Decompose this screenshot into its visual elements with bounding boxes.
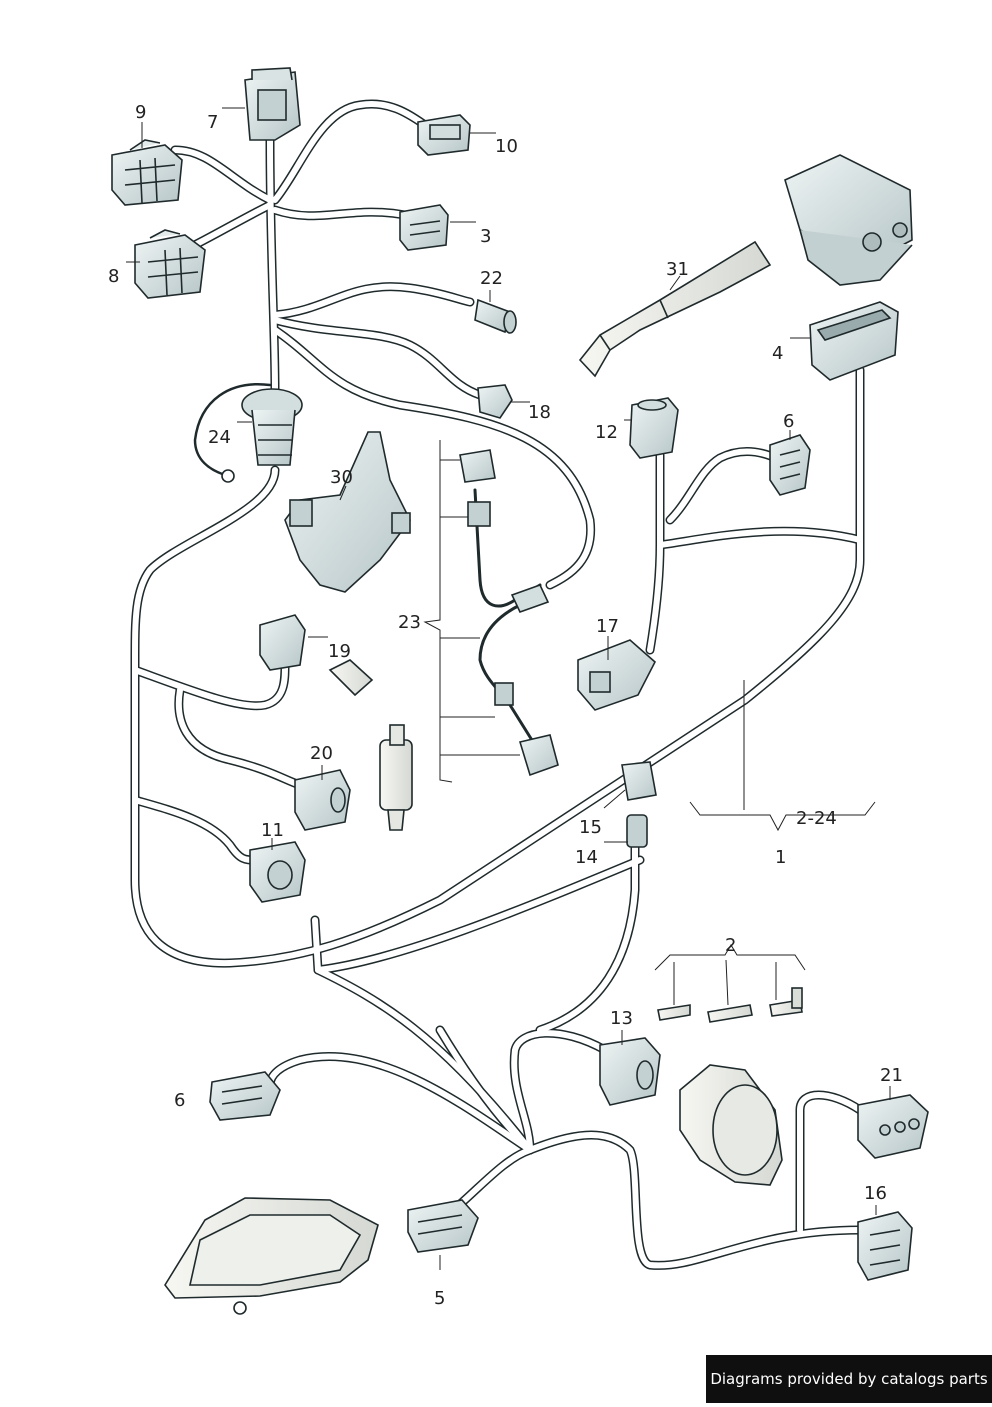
callout-3: 3	[480, 226, 492, 247]
connector-21	[857, 1094, 929, 1159]
callout-13: 13	[610, 1008, 633, 1029]
connector-19-plug	[259, 614, 374, 697]
callout-21: 21	[880, 1065, 903, 1086]
connector-7	[244, 67, 301, 141]
sensor-23	[459, 449, 559, 777]
callout-31: 31	[666, 259, 689, 280]
callout-22: 22	[480, 268, 503, 289]
callout-2: 2	[725, 935, 737, 956]
connector-6-upper	[769, 434, 811, 496]
connector-17	[577, 639, 656, 711]
connector-3	[399, 204, 449, 251]
callout-30: 30	[330, 467, 353, 488]
connector-20	[294, 769, 351, 831]
fog-light	[679, 1064, 783, 1186]
connector-11	[249, 841, 306, 903]
callout-24: 24	[208, 427, 231, 448]
connector-12	[629, 397, 679, 459]
grommet-24	[221, 388, 303, 483]
bracket-30	[284, 431, 411, 593]
trim-31	[578, 240, 772, 378]
connector-9	[111, 139, 183, 206]
connector-8	[134, 229, 206, 299]
leader-lines	[126, 107, 891, 1270]
connector-10	[417, 114, 471, 156]
callout-23: 23	[398, 612, 421, 633]
callout-1: 1	[775, 847, 787, 868]
callout-16: 16	[864, 1183, 887, 1204]
callout-15: 15	[579, 817, 602, 838]
callout-18: 18	[528, 402, 551, 423]
callout-6-lower: 6	[174, 1090, 186, 1111]
callout-8: 8	[108, 266, 120, 287]
switch-component	[379, 724, 413, 831]
sensor-22	[474, 298, 517, 334]
footer-credit: Diagrams provided by catalogs parts	[706, 1355, 992, 1403]
callout-6-upper: 6	[783, 411, 795, 432]
connector-15-14	[621, 761, 657, 848]
callout-20: 20	[310, 743, 333, 764]
callout-4: 4	[772, 343, 784, 364]
clips-2	[657, 987, 803, 1023]
connector-4	[809, 301, 899, 381]
connector-18	[477, 384, 513, 419]
callout-11: 11	[261, 820, 284, 841]
callout-5: 5	[434, 1288, 446, 1309]
callout-12: 12	[595, 422, 618, 443]
callout-19: 19	[328, 641, 351, 662]
harness-cables	[130, 99, 865, 1270]
connector-5	[407, 1199, 479, 1253]
connector-16	[857, 1211, 913, 1281]
callout-10: 10	[495, 136, 518, 157]
abs-module	[784, 154, 913, 286]
headlight	[164, 1197, 379, 1315]
connector-13	[599, 1037, 661, 1106]
callout-2-24: 2-24	[796, 808, 837, 829]
callout-7: 7	[207, 112, 219, 133]
callout-9: 9	[135, 102, 147, 123]
callout-17: 17	[596, 616, 619, 637]
callout-14: 14	[575, 847, 598, 868]
connector-6-lower	[209, 1071, 281, 1121]
